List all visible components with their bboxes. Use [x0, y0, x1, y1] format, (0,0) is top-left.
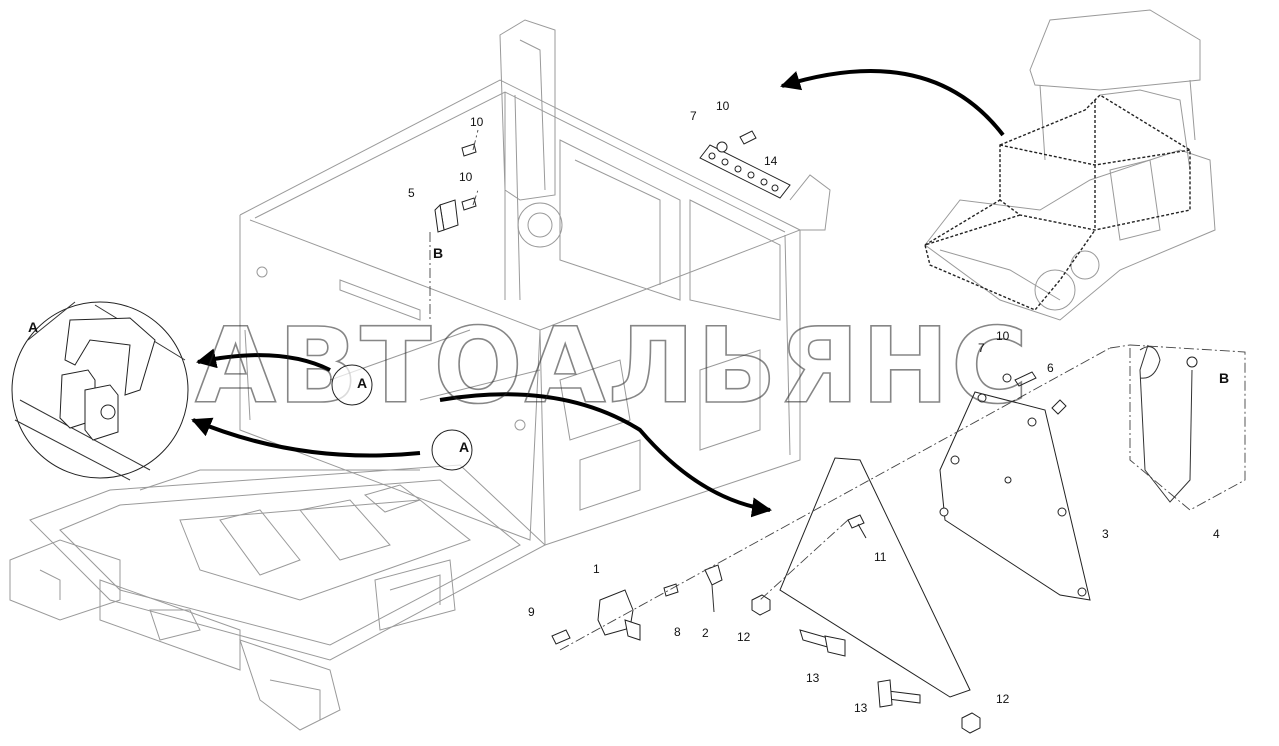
callout-13-b: 13: [854, 701, 868, 715]
callout-9: 9: [528, 605, 535, 619]
leader-lines: [429, 129, 1131, 651]
switch-1: [597, 589, 641, 641]
side-plate: [779, 457, 971, 698]
strip-14: [699, 144, 791, 199]
callout-2: 2: [702, 626, 709, 640]
callout-11: 11: [874, 550, 887, 564]
view-label-b-bracket: B: [433, 245, 443, 261]
callout-12-b: 12: [996, 692, 1010, 706]
bolts-10-upper: [461, 143, 477, 211]
callout-7-mid: 7: [978, 341, 985, 355]
paver-overview: [924, 9, 1216, 321]
washer-7-and-bolt-10: [716, 130, 757, 153]
view-label-a-upper: A: [357, 375, 367, 391]
screws-6-7-10: [1002, 371, 1067, 415]
callout-14: 14: [764, 154, 778, 168]
bracket-2: [704, 564, 723, 613]
callout-12-a: 12: [737, 630, 751, 644]
cover-plate-3: [939, 391, 1091, 601]
callout-5: 5: [408, 186, 415, 200]
callout-1: 1: [593, 562, 600, 576]
callout-arrows: [191, 69, 1005, 518]
callout-6: 6: [1047, 361, 1054, 375]
detail-view-a: [11, 301, 189, 481]
callout-3: 3: [1102, 527, 1109, 541]
callout-10-d: 10: [996, 329, 1010, 343]
callout-13-a: 13: [806, 671, 820, 685]
callout-8: 8: [674, 625, 681, 639]
nut-12-and-bolt-13-lower: [877, 679, 981, 734]
bracket-5: [434, 199, 459, 233]
nut-12-and-bolt-13-upper: [751, 594, 846, 657]
view-label-b-cable: B: [1219, 370, 1229, 386]
view-label-a-detail: A: [28, 319, 38, 335]
callout-7-top: 7: [690, 109, 697, 123]
watermark: АВТОАЛЬЯНС: [195, 305, 1030, 427]
callout-4: 4: [1213, 527, 1220, 541]
callout-10-b: 10: [459, 170, 473, 184]
callout-10-a: 10: [470, 115, 484, 129]
callout-10-c: 10: [716, 99, 730, 113]
cable-4: [1129, 344, 1246, 511]
bolt-11: [847, 514, 867, 539]
machine-frame: [9, 19, 831, 731]
view-label-a-lower: A: [459, 439, 469, 455]
